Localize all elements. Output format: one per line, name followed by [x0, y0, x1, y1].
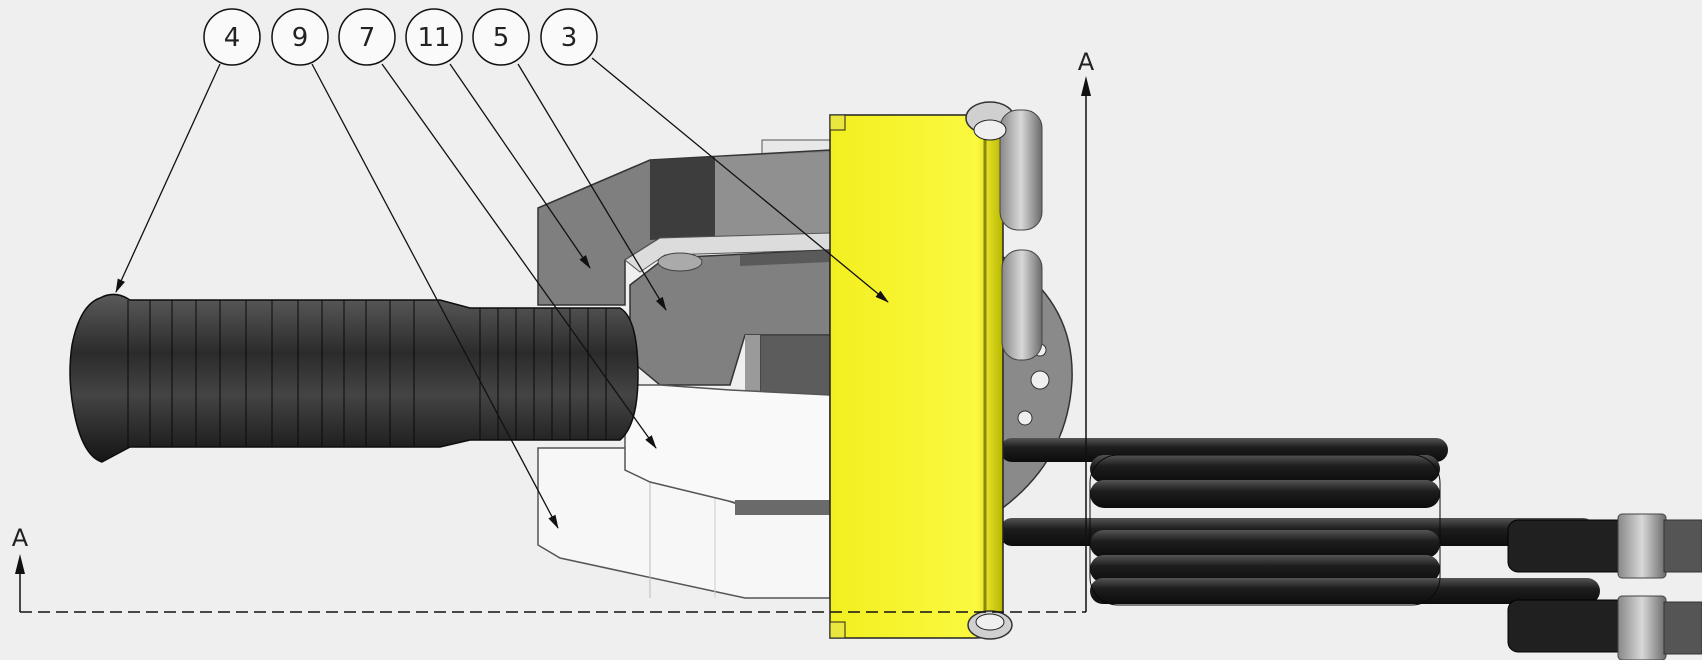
balloon-5: 5: [472, 8, 530, 66]
balloon-4-label: 4: [224, 23, 241, 53]
leader-4: [115, 63, 221, 293]
section-line: A A: [12, 48, 1095, 613]
balloon-4: 4: [203, 8, 261, 66]
cover-plate: [829, 114, 1004, 639]
balloon-9-label: 9: [292, 23, 309, 53]
balloon-11-label: 11: [417, 23, 450, 53]
balloon-7: 7: [338, 8, 396, 66]
leader-3: [591, 57, 889, 303]
leader-11: [449, 63, 591, 269]
balloon-11: 11: [405, 8, 463, 66]
handle-grip: [69, 293, 639, 463]
elbow-fitting-bottom: [967, 610, 1013, 640]
balloons: 4 9 7 11 5 3: [203, 8, 598, 66]
section-label-right: A: [1078, 48, 1095, 76]
elbow-fitting-top: [965, 101, 1043, 231]
cable-coil: [1000, 438, 1600, 606]
balloon-7-label: 7: [359, 23, 376, 53]
leader-5: [517, 63, 667, 311]
section-label-left: A: [12, 524, 29, 552]
connector-upper: [1507, 513, 1702, 579]
leader-7: [381, 63, 657, 449]
upper-bracket: [537, 139, 831, 306]
leader-9: [311, 63, 559, 529]
balloon-3-label: 3: [561, 23, 578, 53]
leader-lines: [115, 57, 889, 529]
balloon-5-label: 5: [493, 23, 510, 53]
balloon-3: 3: [540, 8, 598, 66]
section-arrow-left: [15, 554, 25, 574]
connector-lower: [1507, 595, 1702, 660]
inner-jaw: [624, 250, 831, 515]
balloon-9: 9: [271, 8, 329, 66]
section-arrow-right: [1081, 76, 1091, 96]
elbow-fitting-middle: [1001, 249, 1043, 361]
